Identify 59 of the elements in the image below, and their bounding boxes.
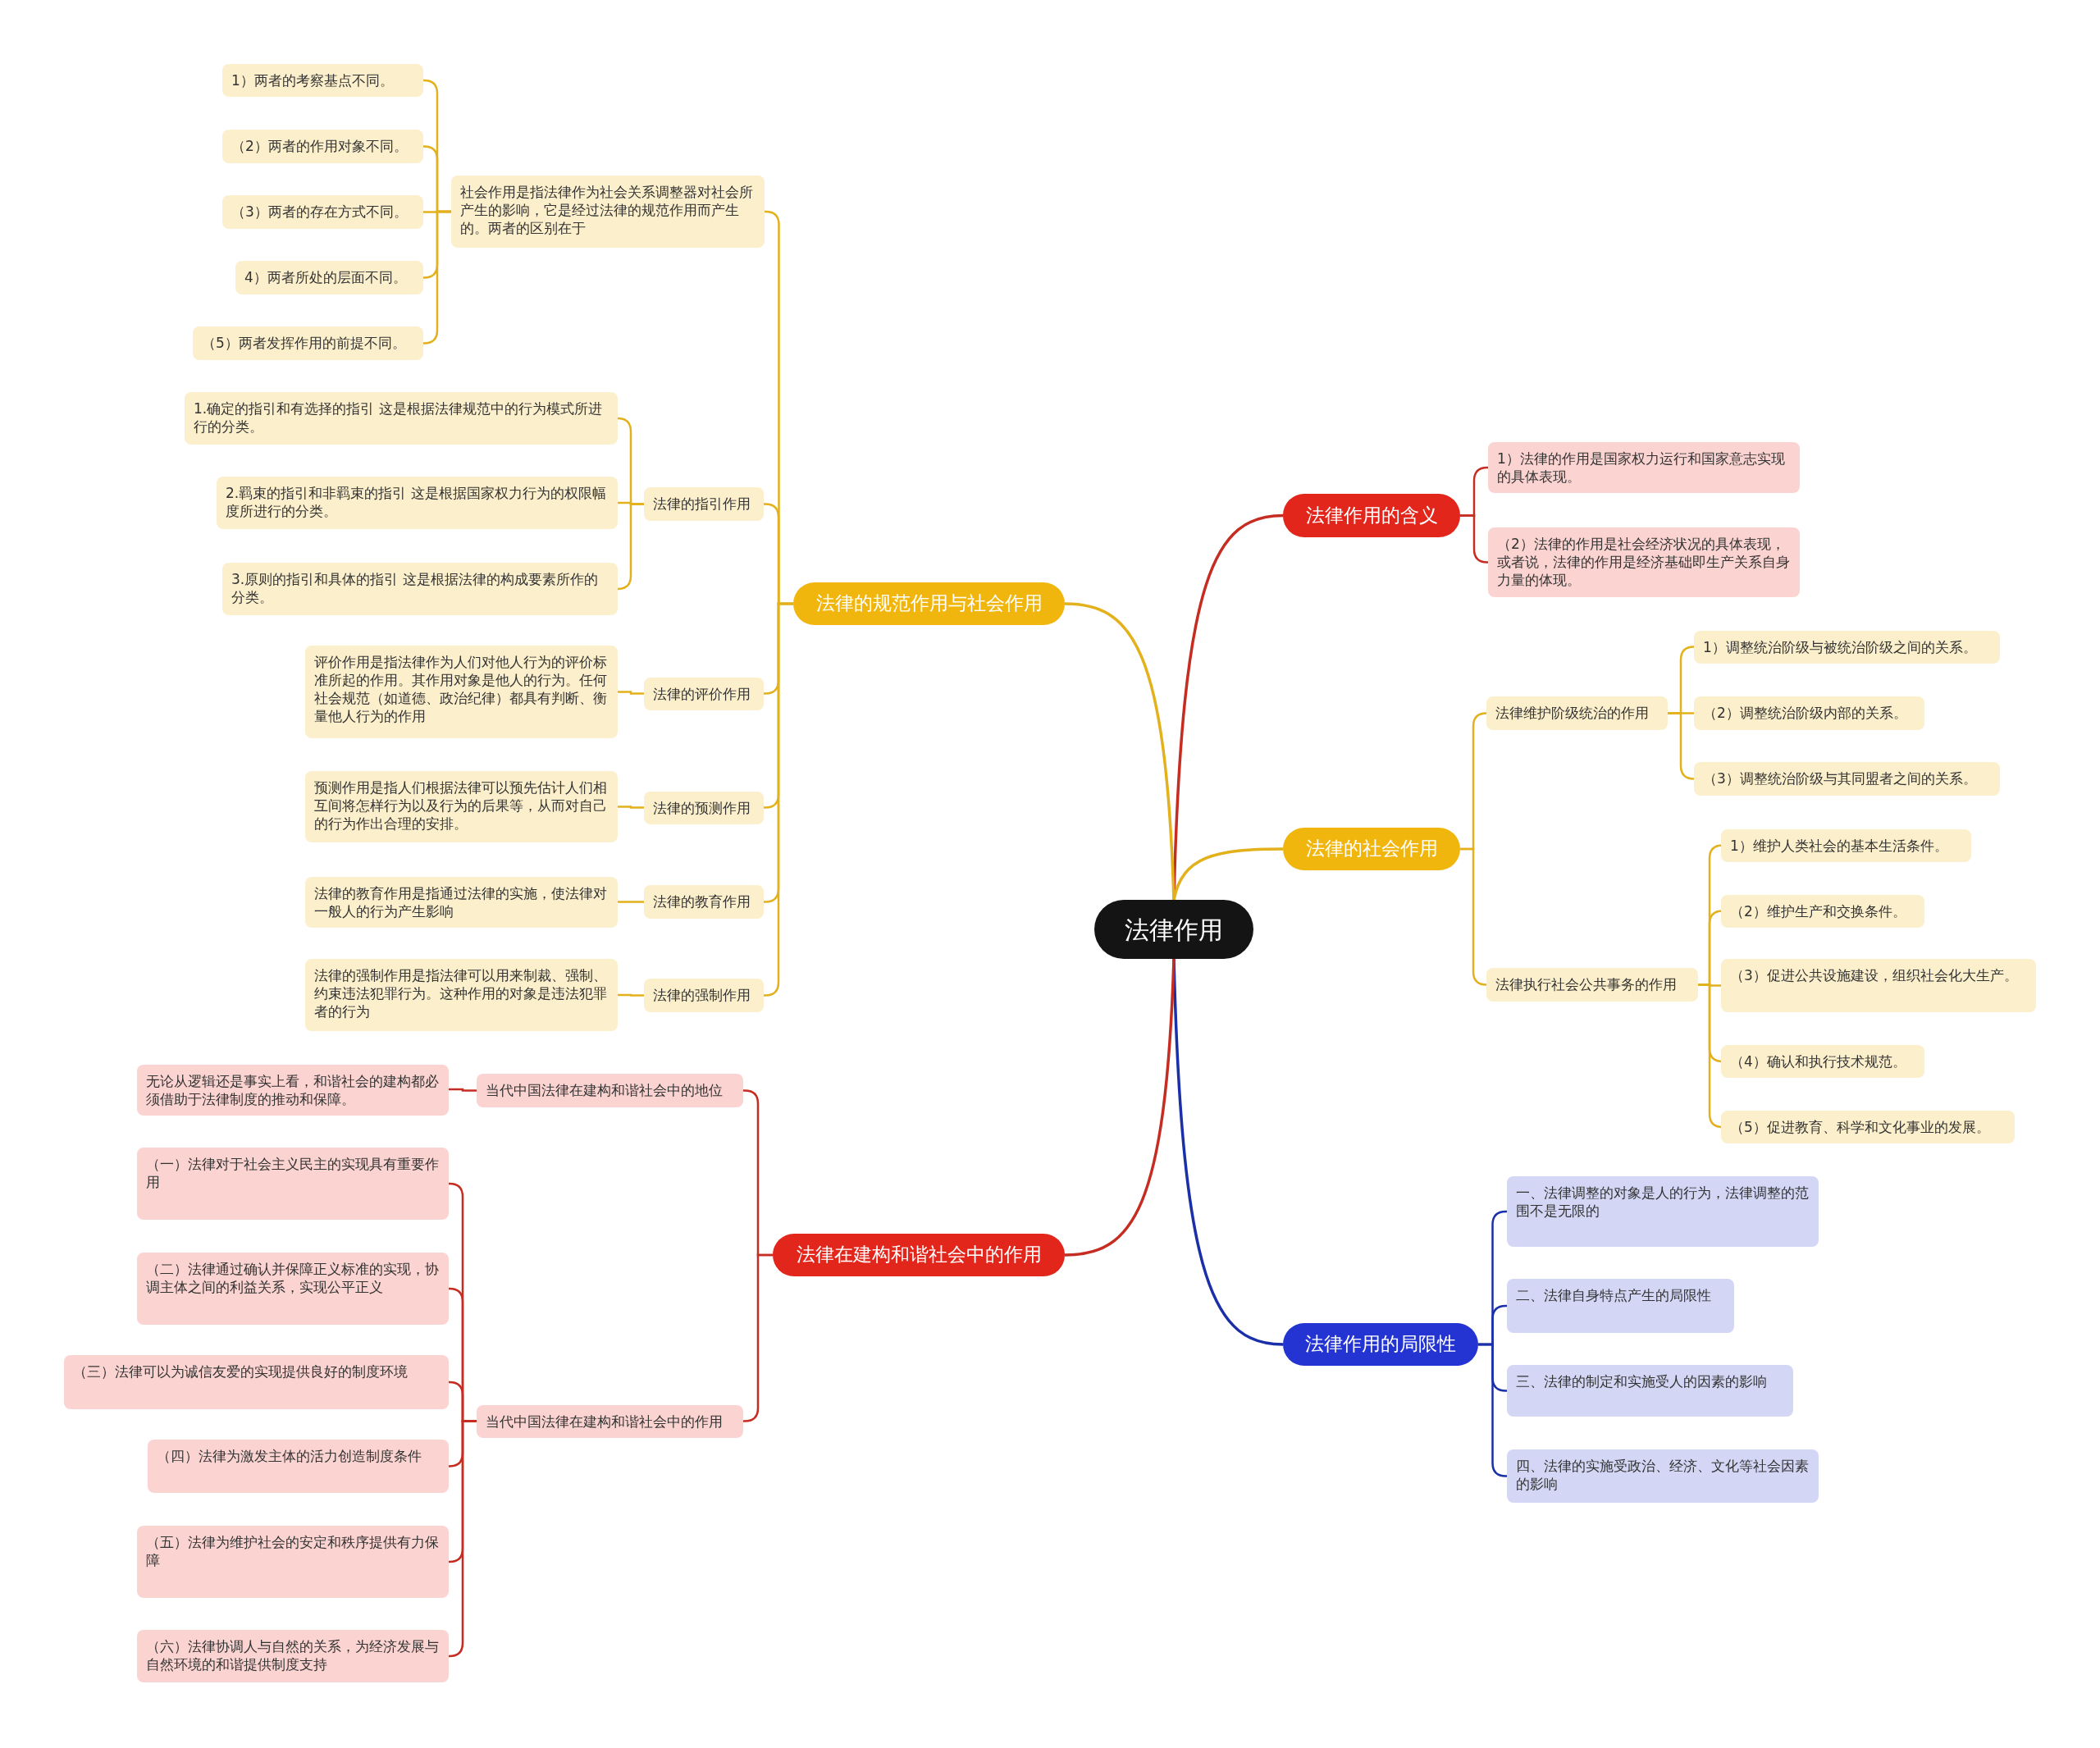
topic-box: （3）两者的存在方式不同。 bbox=[222, 195, 423, 229]
topic-box: （五）法律为维护社会的安定和秩序提供有力保障 bbox=[137, 1526, 449, 1598]
topic-box: （3）促进公共设施建设，组织社会化大生产。 bbox=[1721, 959, 2036, 1012]
topic-box: 1）维护人类社会的基本生活条件。 bbox=[1721, 829, 1971, 863]
topic-box: （六）法律协调人与自然的关系，为经济发展与自然环境的和谐提供制度支持 bbox=[137, 1630, 449, 1682]
topic-box: （2）维护生产和交换条件。 bbox=[1721, 895, 1924, 929]
connector bbox=[618, 691, 644, 695]
topic-box: 法律的强制作用是指法律可以用来制裁、强制、约束违法犯罪行为。这种作用的对象是违法犯罪者的行为 bbox=[305, 959, 618, 1031]
central-topic: 法律作用 bbox=[1094, 900, 1253, 959]
topic-box: 社会作用是指法律作为社会关系调整器对社会所产生的影响，它是经过法律的规范作用而产生的。两者的区别在于 bbox=[451, 176, 765, 248]
topic-box: 预测作用是指人们根据法律可以预先估计人们相互间将怎样行为以及行为的后果等，从而对自己的行为作出合理的安排。 bbox=[305, 771, 618, 842]
topic-box: 法律的预测作用 bbox=[644, 792, 764, 825]
topic-box: 当代中国法律在建构和谐社会中的地位 bbox=[477, 1074, 743, 1107]
branch-topic: 法律作用的含义 bbox=[1283, 494, 1460, 537]
topic-box: 四、法律的实施受政治、经济、文化等社会因素的影响 bbox=[1507, 1449, 1819, 1503]
topic-box: （5）两者发挥作用的前提不同。 bbox=[193, 326, 423, 360]
topic-box: 1.确定的指引和有选择的指引 这是根据法律规范中的行为模式所进行的分类。 bbox=[185, 392, 618, 445]
connector bbox=[616, 503, 644, 591]
branch-topic: 法律的规范作用与社会作用 bbox=[793, 582, 1065, 625]
topic-box: 评价作用是指法律作为人们对他人行为的评价标准所起的作用。其作用对象是他人的行为。任何社会规范（如道德、政治纪律）都具有判断、衡量他人行为的作用 bbox=[305, 646, 618, 738]
topic-box: （一）法律对于社会主义民主的实现具有重要作用 bbox=[137, 1148, 449, 1220]
topic-box: 1）两者的考察基点不同。 bbox=[222, 64, 423, 98]
connector bbox=[1460, 847, 1488, 986]
topic-box: 无论从逻辑还是事实上看，和谐社会的建构都必须借助于法律制度的推动和保障。 bbox=[137, 1065, 449, 1116]
topic-box: 二、法律自身特点产生的局限性 bbox=[1507, 1279, 1734, 1333]
topic-box: 一、法律调整的对象是人的行为，法律调整的范围不是无限的 bbox=[1507, 1176, 1819, 1247]
topic-box: （2）法律的作用是社会经济状况的具体表现，或者说，法律的作用是经济基础即生产关系自身力量的体现。 bbox=[1488, 527, 1800, 597]
connector bbox=[1064, 602, 1176, 901]
connector bbox=[1064, 958, 1176, 1257]
connector bbox=[618, 806, 644, 809]
topic-box: （四）法律为激发主体的活力创造制度条件 bbox=[148, 1440, 449, 1493]
connector bbox=[1668, 712, 1696, 780]
topic-box: 2.羁束的指引和非羁束的指引 这是根据国家权力行为的权限幅度所进行的分类。 bbox=[217, 477, 618, 529]
topic-box: （2）调整统治阶级内部的关系。 bbox=[1694, 696, 1924, 730]
topic-box: 三、法律的制定和实施受人的因素的影响 bbox=[1507, 1365, 1793, 1417]
topic-box: 1）调整统治阶级与被统治阶级之间的关系。 bbox=[1694, 631, 2000, 664]
topic-box: 4）两者所处的层面不同。 bbox=[235, 261, 423, 294]
topic-box: 1）法律的作用是国家权力运行和国家意志实现的具体表现。 bbox=[1488, 442, 1800, 494]
topic-box: 法律的教育作用 bbox=[644, 885, 764, 919]
topic-box: （5）促进教育、科学和文化事业的发展。 bbox=[1721, 1111, 2015, 1144]
topic-box: （三）法律可以为诚信友爱的实现提供良好的制度环境 bbox=[64, 1355, 449, 1409]
topic-box: （3）调整统治阶级与其同盟者之间的关系。 bbox=[1694, 762, 2000, 796]
topic-box: 法律执行社会公共事务的作用 bbox=[1486, 968, 1698, 1002]
connector bbox=[618, 993, 644, 997]
topic-box: 法律的评价作用 bbox=[644, 678, 764, 711]
topic-box: 法律维护阶级统治的作用 bbox=[1486, 696, 1668, 730]
branch-topic: 法律作用的局限性 bbox=[1283, 1323, 1478, 1366]
topic-box: 法律的教育作用是指通过法律的实施，使法律对一般人的行为产生影响 bbox=[305, 877, 618, 929]
connector bbox=[618, 901, 644, 903]
topic-box: 法律的强制作用 bbox=[644, 979, 764, 1012]
topic-box: 当代中国法律在建构和谐社会中的作用 bbox=[477, 1405, 743, 1439]
topic-box: （二）法律通过确认并保障正义标准的实现，协调主体之间的利益关系，实现公平正义 bbox=[137, 1253, 449, 1325]
topic-box: 法律的指引作用 bbox=[644, 487, 764, 521]
topic-box: 3.原则的指引和具体的指引 这是根据法律的构成要素所作的分类。 bbox=[222, 563, 618, 615]
branch-topic: 法律在建构和谐社会中的作用 bbox=[773, 1234, 1065, 1276]
topic-box: （4）确认和执行技术规范。 bbox=[1721, 1045, 1924, 1079]
branch-topic: 法律的社会作用 bbox=[1283, 828, 1460, 870]
connector bbox=[449, 1088, 477, 1092]
topic-box: （2）两者的作用对象不同。 bbox=[222, 130, 423, 163]
